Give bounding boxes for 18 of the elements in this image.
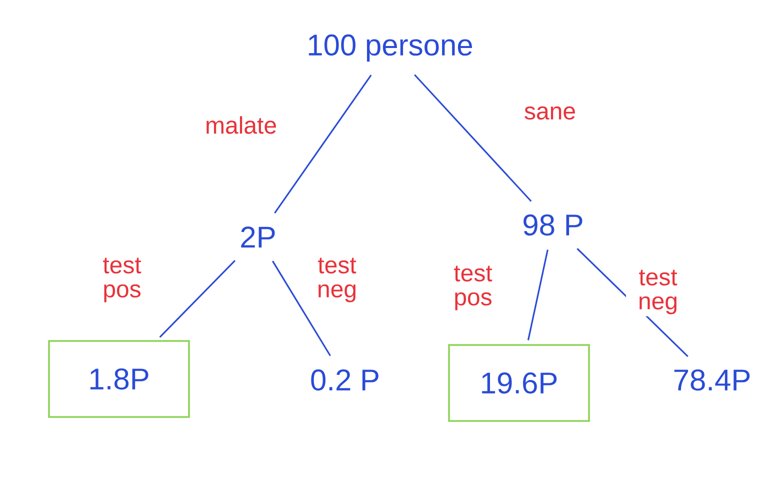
branch-line bbox=[159, 260, 236, 338]
node-text: 2P bbox=[241, 226, 275, 248]
branch-line bbox=[414, 74, 532, 202]
node-text: 100 persone bbox=[308, 34, 472, 62]
node-text: 78.4P bbox=[674, 369, 750, 391]
branch-line bbox=[527, 250, 548, 340]
branch-line bbox=[272, 260, 331, 356]
edge-label: sane bbox=[518, 104, 582, 122]
framed-number-box: 1.8P bbox=[48, 340, 190, 418]
edge-label: test neg bbox=[305, 256, 369, 304]
node-text: 98 P bbox=[524, 214, 582, 236]
edge-label: malate bbox=[203, 114, 276, 136]
edge-label: test pos bbox=[441, 264, 505, 312]
branch-line bbox=[274, 74, 372, 214]
framed-number-box: 19.6P bbox=[448, 344, 590, 422]
edge-label: test neg bbox=[626, 268, 690, 316]
edge-label: test pos bbox=[90, 256, 154, 304]
node-text: 0.2 P bbox=[311, 369, 378, 391]
